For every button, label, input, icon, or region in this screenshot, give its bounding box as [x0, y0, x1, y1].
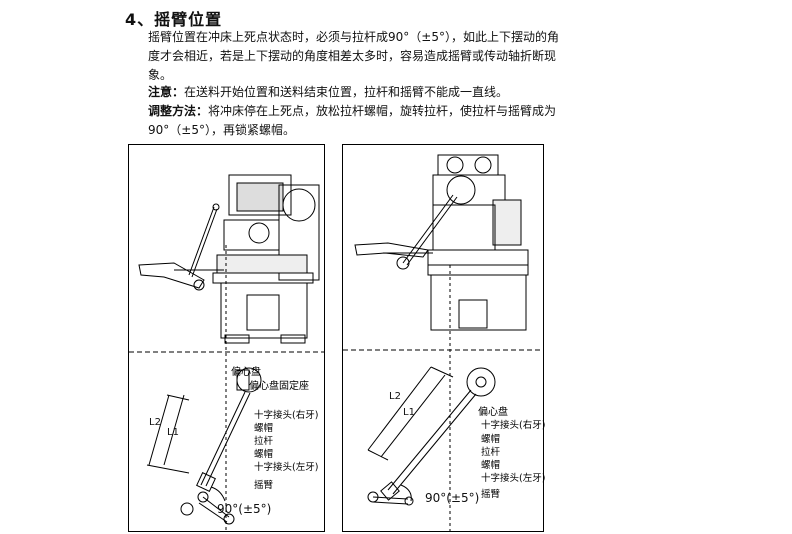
label-L1: L1	[167, 427, 179, 438]
label-angle: 90°(±5°)	[425, 491, 480, 505]
note-paragraph: 注意：在送料开始位置和送料结束位置，拉杆和摇臂不能成一直线。	[148, 83, 568, 102]
label-rocker-arm: 摇臂	[481, 489, 501, 500]
right-diagram-panel: 偏心盘 十字接头(右牙) 螺帽 拉杆 螺帽 十字接头(左牙) 摇臂 L2 L1 …	[342, 144, 546, 532]
label-cross-joint-left: 十字接头(左牙)	[254, 462, 319, 473]
label-L2: L2	[389, 391, 401, 402]
left-diagram-panel: 偏心盘 偏心盘固定座 十字接头(右牙) 螺帽 拉杆 螺帽 十字接头(左牙) 摇臂…	[128, 144, 325, 532]
note-text: 在送料开始位置和送料结束位置，拉杆和摇臂不能成一直线。	[184, 85, 509, 99]
label-cross-joint-left: 十字接头(左牙)	[481, 473, 546, 484]
label-cross-joint-right: 十字接头(右牙)	[481, 420, 546, 431]
adjust-text: 将冲床停在上死点，放松拉杆螺帽，旋转拉杆，使拉杆与摇臂成为90°（±5°），再锁…	[148, 104, 557, 137]
label-rod: 拉杆	[254, 436, 274, 447]
label-nut-lower: 螺帽	[254, 449, 274, 460]
adjust-paragraph: 调整方法：将冲床停在上死点，放松拉杆螺帽，旋转拉杆，使拉杆与摇臂成为90°（±5…	[148, 102, 568, 140]
label-rocker-arm: 摇臂	[254, 480, 274, 491]
label-angle: 90°(±5°)	[217, 502, 272, 516]
label-nut-lower: 螺帽	[481, 460, 501, 471]
adjust-label: 调整方法：	[148, 104, 209, 118]
label-eccentric-disc: 偏心盘	[478, 407, 508, 418]
label-nut-upper: 螺帽	[254, 423, 274, 434]
right-diagram-drawing	[343, 154, 543, 531]
label-eccentric-seat: 偏心盘固定座	[249, 381, 309, 392]
section-heading: 4、摇臂位置	[125, 10, 223, 29]
paragraph-rocker-position: 摇臂位置在冲床上死点状态时，必须与拉杆成90°（±5°），如此上下摆动的角度才会…	[148, 30, 559, 82]
label-cross-joint-right: 十字接头(右牙)	[254, 410, 319, 421]
label-nut-upper: 螺帽	[481, 434, 501, 445]
note-label: 注意：	[148, 85, 185, 99]
label-eccentric-disc: 偏心盘	[231, 367, 261, 378]
label-L2: L2	[149, 417, 161, 428]
left-diagram-drawing	[129, 174, 324, 531]
label-L1: L1	[403, 407, 415, 418]
label-rod: 拉杆	[481, 447, 501, 458]
